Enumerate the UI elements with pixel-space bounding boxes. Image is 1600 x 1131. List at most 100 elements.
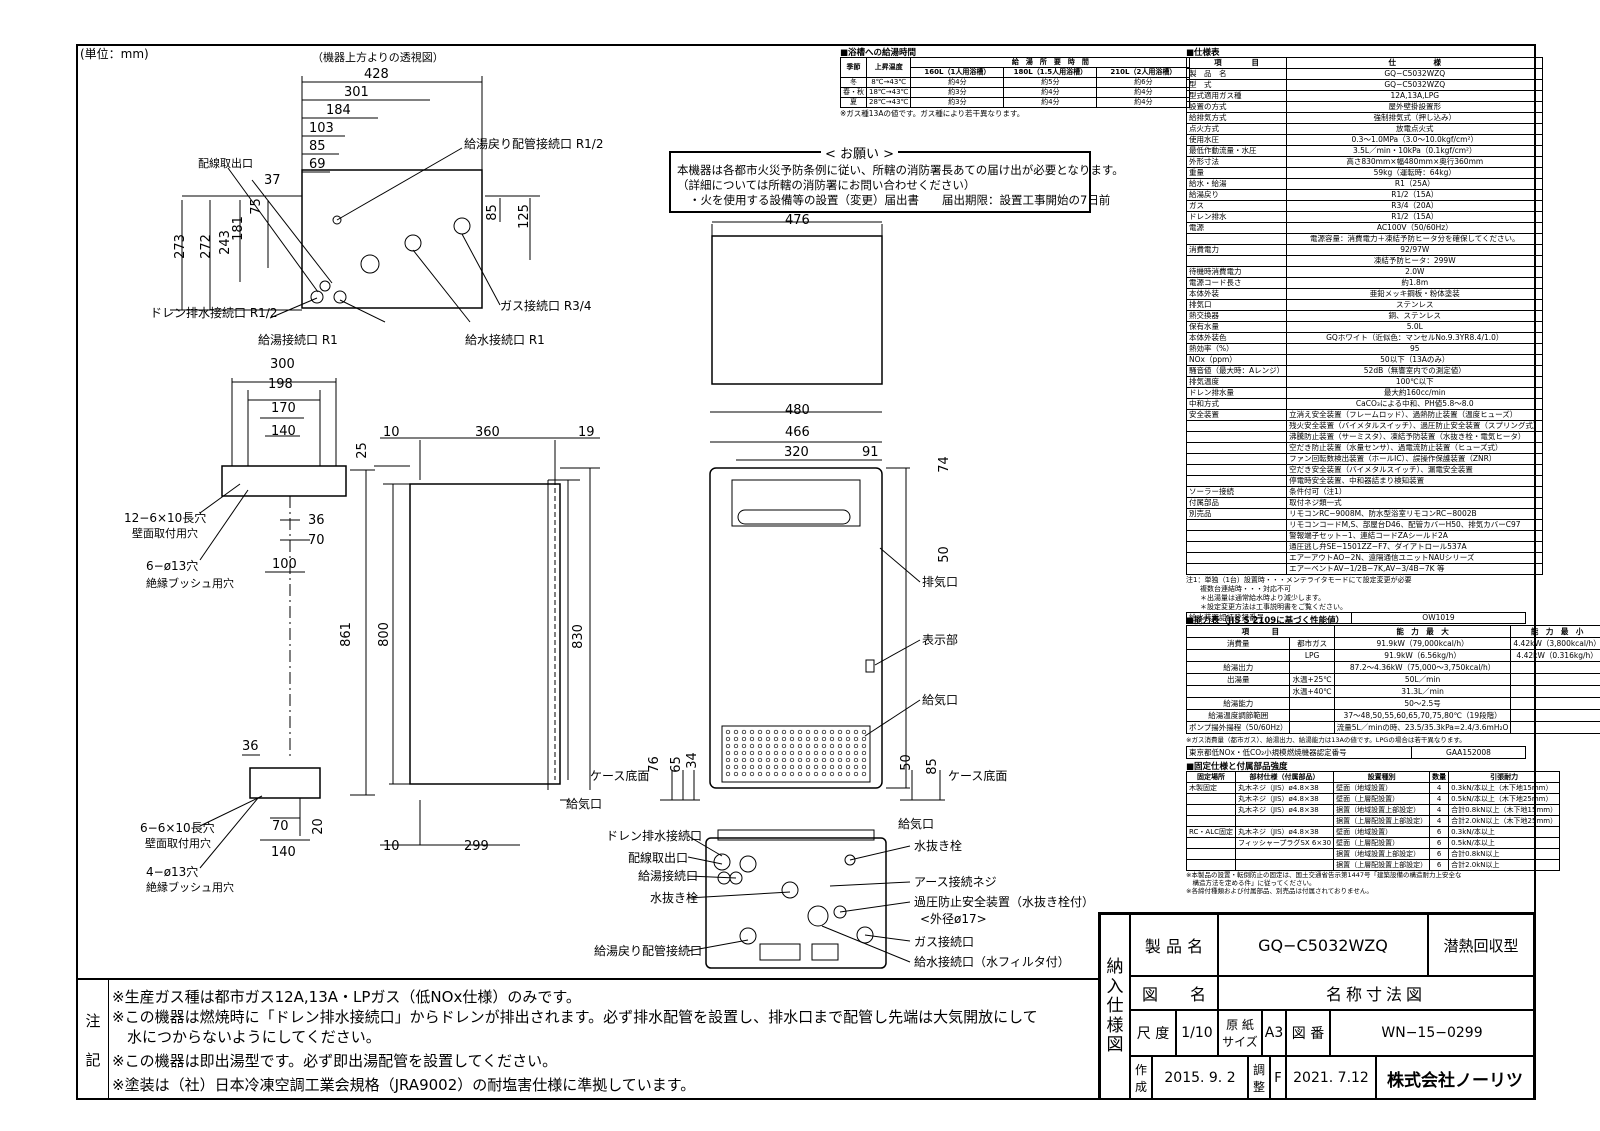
vent-hole (853, 750, 859, 756)
dim-10b: 10 (383, 839, 400, 854)
cell: 電源容量：消費電力＋凍結予防ヒータ分を確保してください。 (1286, 233, 1544, 245)
cell: ファン回転数検出装置（ホールIC）、誤操作保護装置（ZNR） (1286, 453, 1544, 465)
dim-37: 37 (264, 173, 281, 188)
table-row: エアーベントAV−1/2B−7K,AV−3/4B−7K 等 (1185, 563, 1544, 575)
table-row: 電源コード長さ約1.8m (1185, 277, 1544, 289)
cell (1185, 442, 1288, 454)
cell: 約4分 (1003, 87, 1098, 98)
vent-hole (853, 764, 859, 770)
vent-hole (781, 743, 787, 749)
vent-hole (789, 771, 795, 777)
vent-hole (725, 750, 731, 756)
label-return-conn: 給湯戻り配管接続口 R1/2 (464, 137, 604, 151)
cell: 壁面（上層配設置） (1333, 793, 1431, 805)
dim-480: 480 (785, 403, 810, 418)
vent-hole (741, 743, 747, 749)
cell (1289, 721, 1335, 734)
vent-hole (837, 757, 843, 763)
cap-head: 項 目 (1186, 625, 1335, 638)
label-hot-conn: 給湯接続口 R1 (258, 333, 338, 347)
vent-hole (725, 729, 731, 735)
cell: 放電点火式 (1286, 123, 1544, 135)
bath-head: 160L（1人用浴槽） (910, 67, 1005, 78)
label-case-bottom-side: ケース底面 (590, 769, 650, 783)
dim-74: 74 (936, 456, 952, 473)
vent-hole (749, 743, 755, 749)
cell (1234, 815, 1335, 827)
title-block: 納 入 仕 様 図 製 品 名 GQ−C5032WZQ 潜熱回収型 図 名 名称… (1098, 912, 1536, 1100)
vent-hole (773, 750, 779, 756)
char: 注 (85, 1012, 101, 1030)
cell: 約5分 (1003, 77, 1098, 88)
dim-36: 36 (308, 513, 325, 528)
fix-head: 数量 (1429, 771, 1450, 783)
label-bv-earth: アース接続ネジ (914, 875, 997, 889)
char: 様 (1106, 1015, 1124, 1036)
fix-note3: ※各締付種類および付属部品、別売品は付属されておりません。 (1186, 887, 1373, 895)
drawing-label: 図 名 (1130, 976, 1218, 1010)
label-intake-side: 給気口 (566, 797, 603, 811)
vent-hole (813, 757, 819, 763)
label-bv-hot: 給湯接続口 (638, 869, 699, 883)
cell: 4.42kW（0.316kg/h） (1510, 649, 1600, 662)
cell: 約1.8m (1286, 277, 1544, 289)
table-row: 電源容量：消費電力＋凍結予防ヒータ分を確保してください。 (1185, 233, 1544, 245)
label-bv-wiring: 配線取出口 (628, 851, 689, 865)
cell: 約4分 (1096, 97, 1191, 108)
cell: 空だき防止装置（水量センサ）、過電流防止装置（ヒューズ式） (1286, 442, 1544, 454)
note-line: ※生産ガス種は都市ガス12A,13A・LPガス（低NOx仕様）のみです。 (112, 988, 581, 1006)
cell: 給湯出力 (1185, 661, 1291, 674)
cell: 8℃→43℃ (865, 77, 912, 88)
dim-198: 198 (268, 377, 293, 392)
table-row: 凍結予防ヒータ：299W (1185, 255, 1544, 267)
vent-hole (821, 736, 827, 742)
vent-hole (861, 764, 867, 770)
cell: 排気温度 (1185, 376, 1288, 388)
cell: 4 (1429, 793, 1450, 805)
cell: 停電時安全装置、中和器詰まり検知装置 (1286, 475, 1544, 487)
cell: R3/4（20A） (1286, 200, 1544, 212)
vent-hole (733, 757, 739, 763)
label-case-bottom-front: ケース底面 (948, 769, 1008, 783)
label-slot-bot: 6−6×10長穴 (140, 821, 215, 835)
cell: 6 (1429, 826, 1450, 838)
cell: 設置の方式 (1185, 101, 1288, 113)
cell (1510, 685, 1600, 698)
vent-hole (829, 736, 835, 742)
fix-note2: 構造方法を定める件」に従ってください。 (1186, 879, 1316, 887)
cell: 春・秋 (840, 87, 867, 98)
dim-76: 76 (646, 756, 662, 773)
spec-title: ■仕様表 (1186, 48, 1220, 58)
label-water-conn: 給水接続口 R1 (465, 333, 545, 347)
capacity-block: ■能力表（JIS S 2109に基づく性能値） 項 目能 力 最 大能 力 最 … (1185, 614, 1600, 759)
label-slot-bot-use: 壁面取付用穴 (145, 837, 211, 850)
cell: 消費量 (1185, 637, 1291, 650)
vent-hole (813, 771, 819, 777)
cell: 2.0W (1286, 266, 1544, 278)
bath-head: 210L（2人用浴槽） (1096, 67, 1191, 78)
cell: 水温+25℃ (1289, 673, 1335, 686)
dim-75: 75 (248, 198, 264, 215)
table-row: 沸騰防止装置（サーミスタ）、凍結予防装置（水抜き栓・電気ヒータ） (1185, 431, 1544, 443)
vent-hole (805, 750, 811, 756)
cell: 91.9kW（6.56kg/h） (1333, 649, 1512, 662)
vent-hole (797, 743, 803, 749)
dim-50b: 50 (898, 754, 914, 771)
table-row: 警報端子セット−1、連結コードZAシールド2A (1185, 530, 1544, 542)
cell: 0.5kN/本以上 (1448, 837, 1561, 849)
vent-hole (829, 757, 835, 763)
vent-hole (837, 771, 843, 777)
char: 納 (1106, 957, 1124, 978)
table-row: 空だき安全装置（バイメタルスイッチ）、漏電安全装置 (1185, 464, 1544, 476)
vent-hole (821, 743, 827, 749)
